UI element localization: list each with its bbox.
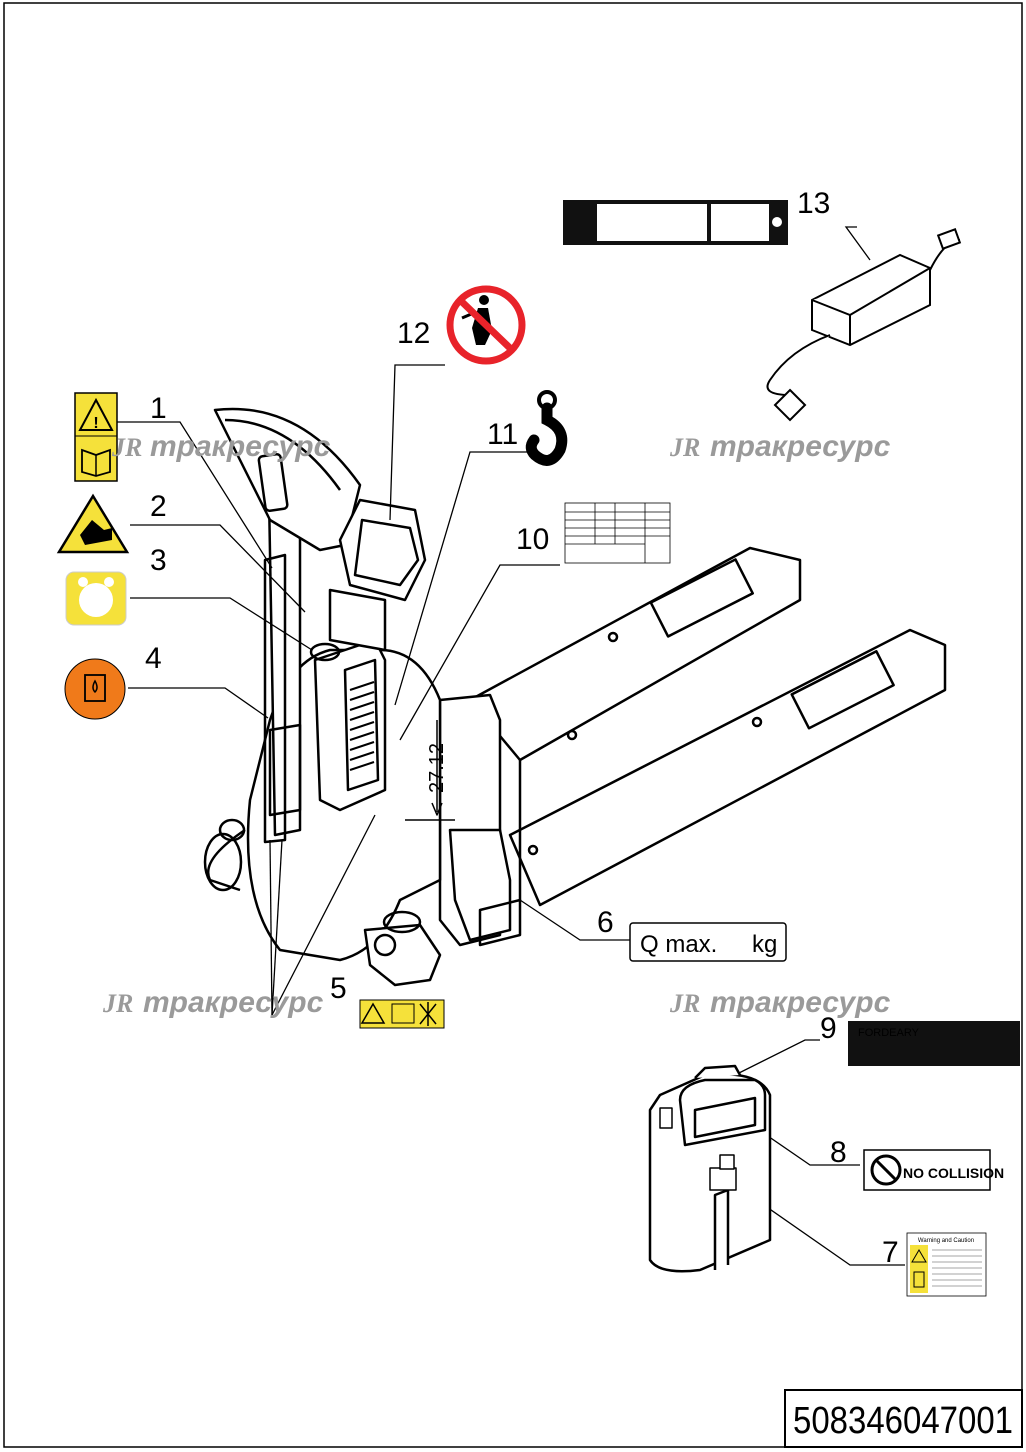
decal-11-hook-icon bbox=[525, 390, 568, 466]
decal-5-warning-strip bbox=[359, 999, 445, 1029]
decal-13-charger-label bbox=[563, 200, 788, 245]
hand-crush-icon bbox=[80, 520, 112, 545]
battery-brand-text: FORDEARY bbox=[858, 1027, 920, 1039]
svg-text:тракресурс: тракресурс bbox=[710, 986, 891, 1019]
svg-text:JR: JR bbox=[111, 433, 142, 462]
part-number-8: 8 bbox=[830, 1136, 847, 1169]
no-collision-text: NO COLLISION bbox=[903, 1165, 1004, 1181]
part-number-10: 10 bbox=[516, 523, 549, 556]
part-number-5: 5 bbox=[330, 972, 347, 1005]
decal-7-warning-caution: Warning and Caution bbox=[906, 1232, 987, 1297]
svg-text:тракресурс: тракресурс bbox=[710, 430, 891, 463]
leader-lines bbox=[115, 226, 905, 1266]
part-number-4: 4 bbox=[145, 642, 162, 675]
part-number-2: 2 bbox=[150, 490, 167, 523]
decal-12-no-riding-icon bbox=[446, 285, 526, 365]
watermark-4: JR тракресурс bbox=[669, 986, 891, 1019]
svg-text:тракресурс: тракресурс bbox=[143, 986, 324, 1019]
decal-10-data-plate bbox=[564, 502, 671, 564]
svg-text:JR: JR bbox=[669, 989, 700, 1018]
decal-4-oil-level bbox=[64, 658, 126, 720]
oil-drop-icon bbox=[92, 679, 98, 694]
dimension-label: 27.12 bbox=[426, 743, 448, 793]
warning-caution-title: Warning and Caution bbox=[918, 1238, 974, 1244]
battery-pack-drawing bbox=[648, 1064, 772, 1273]
part-number-13: 13 bbox=[797, 187, 830, 220]
part-number-12: 12 bbox=[397, 317, 430, 350]
part-number-3: 3 bbox=[150, 544, 167, 577]
decal-9-battery-label: FORDEARY bbox=[848, 1021, 1020, 1066]
drawing-code-box: 508346047001 bbox=[784, 1389, 1023, 1448]
decal-6-qmax-label: Q max. kg bbox=[629, 922, 787, 962]
drawing-code-text: 508346047001 bbox=[793, 1400, 1013, 1442]
battery-charger-drawing bbox=[766, 228, 962, 422]
svg-text:!: ! bbox=[93, 415, 98, 432]
watermark-1: JR тракресурс bbox=[111, 430, 331, 463]
svg-text:JR: JR bbox=[102, 989, 133, 1018]
decal-8-no-collision: NO COLLISION bbox=[863, 1149, 1004, 1191]
warning-triangle-icon bbox=[78, 397, 114, 431]
watermark-3: JR тракресурс bbox=[102, 986, 324, 1019]
qmax-unit: kg bbox=[752, 931, 777, 958]
svg-text:тракресурс: тракресурс bbox=[150, 430, 331, 463]
part-number-1: 1 bbox=[150, 392, 167, 425]
pallet-truck-drawing bbox=[203, 407, 947, 987]
battery-icon bbox=[913, 1271, 925, 1288]
svg-text:JR: JR bbox=[669, 433, 700, 462]
part-number-6: 6 bbox=[597, 906, 614, 939]
part-number-9: 9 bbox=[820, 1012, 837, 1045]
part-number-11: 11 bbox=[487, 418, 518, 451]
watermark-2: JR тракресурс bbox=[669, 430, 891, 463]
decal-3-yellow-label bbox=[65, 571, 127, 626]
decal-2-crush-warning bbox=[56, 493, 130, 554]
qmax-text: Q max. bbox=[640, 931, 717, 958]
decal-1-warning-manual: ! bbox=[74, 392, 118, 482]
part-number-7: 7 bbox=[882, 1236, 899, 1269]
